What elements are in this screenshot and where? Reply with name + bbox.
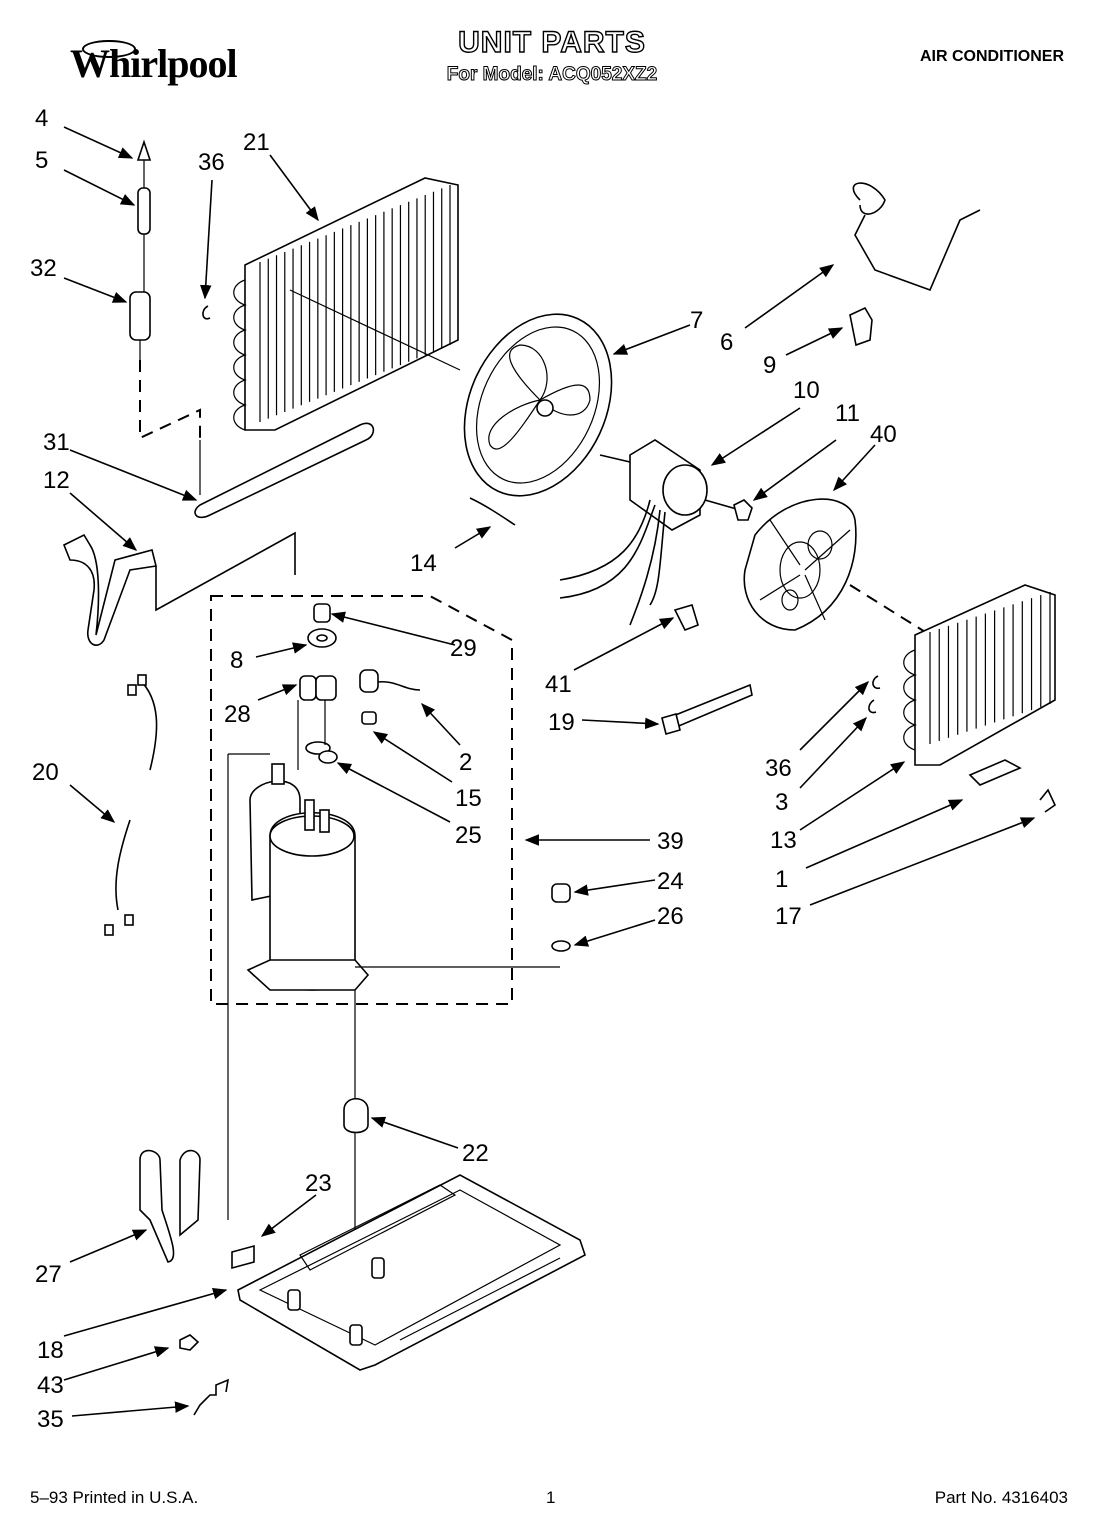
callout-20: 20 xyxy=(32,759,59,786)
page-title: UNIT PARTS xyxy=(457,25,646,59)
callout-leaders xyxy=(63,126,1036,1417)
callout-32: 32 xyxy=(30,255,57,282)
callout-2: 2 xyxy=(459,749,472,776)
clamp-36-left xyxy=(202,305,211,320)
retainer-rod xyxy=(852,182,981,292)
callout-1: 1 xyxy=(775,866,788,893)
bracket-1 xyxy=(968,759,1022,786)
cable-tie xyxy=(666,683,753,730)
callout-29: 29 xyxy=(450,635,477,662)
tube-line xyxy=(155,531,296,612)
mounting-screw xyxy=(179,1334,200,1351)
print-info: 5–93 Printed in U.S.A. xyxy=(30,1488,199,1507)
compressor-washer xyxy=(551,940,571,952)
callout-41: 41 xyxy=(545,671,572,698)
clip-17 xyxy=(1039,788,1057,813)
callout-35: 35 xyxy=(37,1406,64,1433)
callout-36-left: 36 xyxy=(198,149,225,176)
callout-4: 4 xyxy=(35,105,48,132)
callout-10: 10 xyxy=(793,377,820,404)
callout-3: 3 xyxy=(775,789,788,816)
callout-26: 26 xyxy=(657,903,684,930)
callout-18: 18 xyxy=(37,1337,64,1364)
part-number: Part No. 4316403 xyxy=(934,1488,1068,1507)
grommet-washers xyxy=(307,603,337,648)
callout-43: 43 xyxy=(37,1372,64,1399)
callout-12: 12 xyxy=(43,467,70,494)
fan-motor xyxy=(559,439,741,626)
callout-6: 6 xyxy=(720,329,733,356)
callout-19: 19 xyxy=(548,709,575,736)
callout-23: 23 xyxy=(305,1170,332,1197)
callout-27: 27 xyxy=(35,1261,62,1288)
model-line: For Model: ACQ052XZ2 xyxy=(446,64,658,86)
clamp-3 xyxy=(868,699,877,714)
callout-15: 15 xyxy=(455,785,482,812)
callout-5: 5 xyxy=(35,147,48,174)
callout-24: 24 xyxy=(657,868,684,895)
wire-harness xyxy=(104,674,158,936)
callout-11: 11 xyxy=(835,400,860,427)
callout-28: 28 xyxy=(224,701,251,728)
callout-numbers: 4 5 32 36 21 31 12 14 7 6 9 10 11 40 29 … xyxy=(30,105,897,1433)
compressor xyxy=(227,700,560,1220)
callout-25: 25 xyxy=(455,822,482,849)
capillary-assembly xyxy=(129,139,152,360)
callout-13: 13 xyxy=(770,827,797,854)
compressor-electrical xyxy=(299,669,421,764)
clip-9 xyxy=(849,306,873,347)
evaporator-coil xyxy=(233,177,461,431)
callout-17: 17 xyxy=(775,903,802,930)
fastener-41 xyxy=(673,604,699,632)
base-pan xyxy=(237,1174,586,1371)
callout-14: 14 xyxy=(410,550,437,577)
brand-logo: Whirlpool xyxy=(70,41,238,86)
callout-7: 7 xyxy=(690,307,703,334)
callout-21: 21 xyxy=(243,129,270,156)
heater-tube xyxy=(194,422,375,519)
callout-39: 39 xyxy=(657,828,684,855)
callout-8: 8 xyxy=(230,647,243,674)
callout-36-right: 36 xyxy=(765,755,792,782)
serial-label xyxy=(231,1244,255,1270)
connector-line xyxy=(139,360,201,440)
callout-9: 9 xyxy=(763,352,776,379)
clamp-36-right xyxy=(872,675,881,690)
callout-40: 40 xyxy=(870,421,897,448)
retaining-clip xyxy=(193,1378,230,1416)
product-category: AIR CONDITIONER xyxy=(920,48,1064,65)
callout-31: 31 xyxy=(43,429,70,456)
page-number: 1 xyxy=(546,1488,556,1507)
condenser-coil xyxy=(903,584,1056,766)
fan-shroud xyxy=(463,313,613,526)
fan-nut xyxy=(733,499,753,521)
compressor-grommet xyxy=(551,883,571,903)
brand-logo-oval xyxy=(82,40,136,58)
suction-tube xyxy=(139,1149,201,1263)
callout-22: 22 xyxy=(462,1140,489,1167)
discharge-tube xyxy=(62,533,157,646)
compressor-kit-box xyxy=(210,595,513,1005)
blower-wheel xyxy=(743,498,931,636)
